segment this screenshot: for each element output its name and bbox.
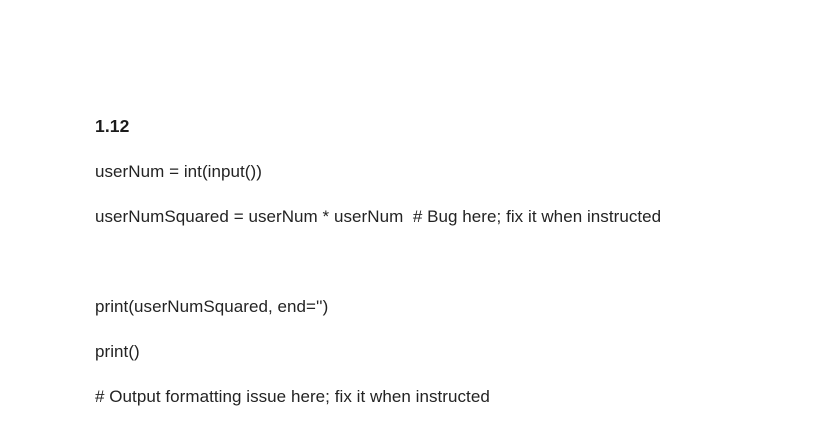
code-line-2: userNumSquared = userNum * userNum # Bug…: [95, 207, 662, 226]
section-heading: 1.12: [95, 116, 130, 136]
code-line-blank: [95, 239, 805, 284]
code-line-4: print(): [95, 342, 140, 361]
code-block: 1.12 userNum = int(input()) userNumSquar…: [95, 104, 805, 419]
code-line-5: # Output formatting issue here; fix it w…: [95, 387, 490, 406]
code-line-1: userNum = int(input()): [95, 162, 262, 181]
code-line-3: print(userNumSquared, end=''): [95, 297, 329, 316]
